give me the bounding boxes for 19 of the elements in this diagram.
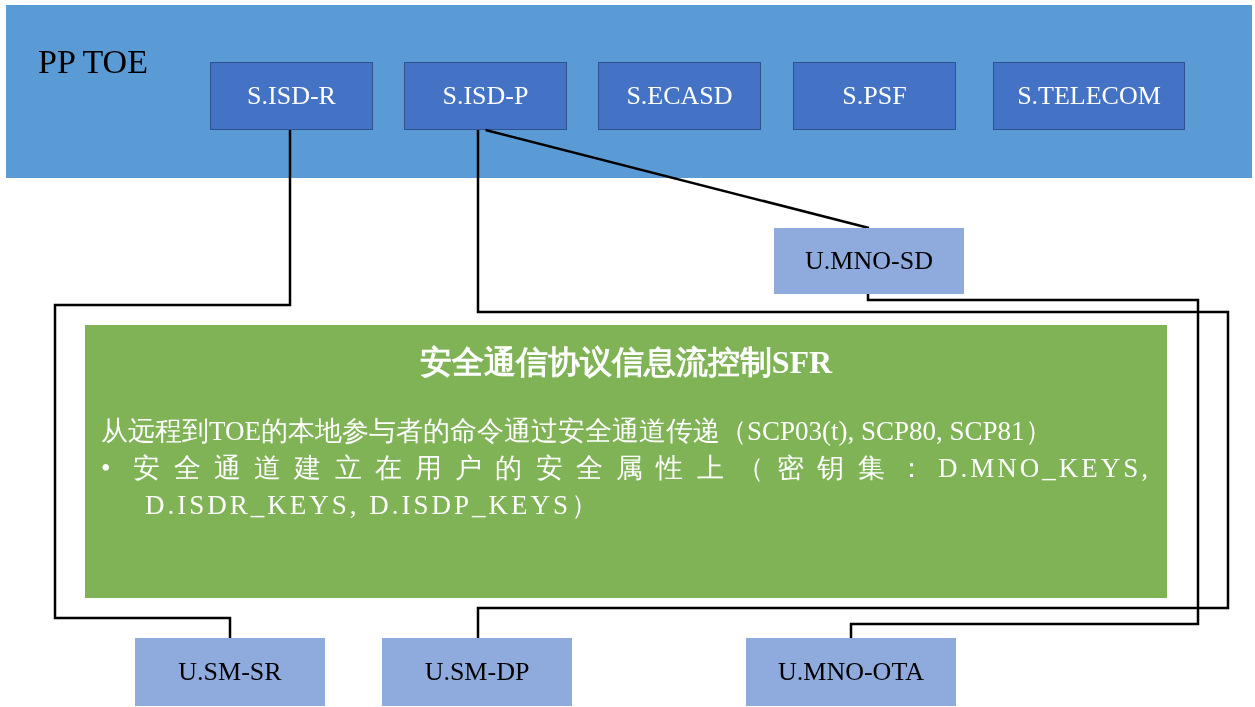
header-band: [6, 5, 1252, 178]
component-box: S.ISD-P: [404, 62, 567, 130]
panel-paragraph: 从远程到TOE的本地参与者的命令通过安全通道传递（SCP03(t), SCP80, SCP81）: [101, 415, 1053, 448]
user-box: U.MNO-SD: [774, 228, 964, 294]
group-title: PP TOE: [38, 43, 148, 81]
panel-heading: 安全通信协议信息流控制SFR: [418, 343, 834, 382]
bullet-item: • 安全通道建立在用户的安全属性上（密钥集：D.MNO_KEYS, D.ISDR_KEYS, D.ISDP_KEYS）: [101, 452, 1151, 522]
connector-line: [476, 130, 1230, 638]
connector-line: [53, 130, 292, 638]
component-box: S.ISD-R: [210, 62, 373, 130]
component-box: S.ECASD: [598, 62, 761, 130]
component-box: S.PSF: [793, 62, 956, 130]
user-box: U.SM-DP: [382, 638, 572, 706]
user-box: U.MNO-OTA: [746, 638, 956, 706]
component-box: S.TELECOM: [993, 62, 1185, 130]
user-box: U.SM-SR: [135, 638, 325, 706]
connector-line: [849, 293, 1200, 638]
connector-line: [485, 128, 870, 230]
description-panel: [85, 325, 1167, 598]
